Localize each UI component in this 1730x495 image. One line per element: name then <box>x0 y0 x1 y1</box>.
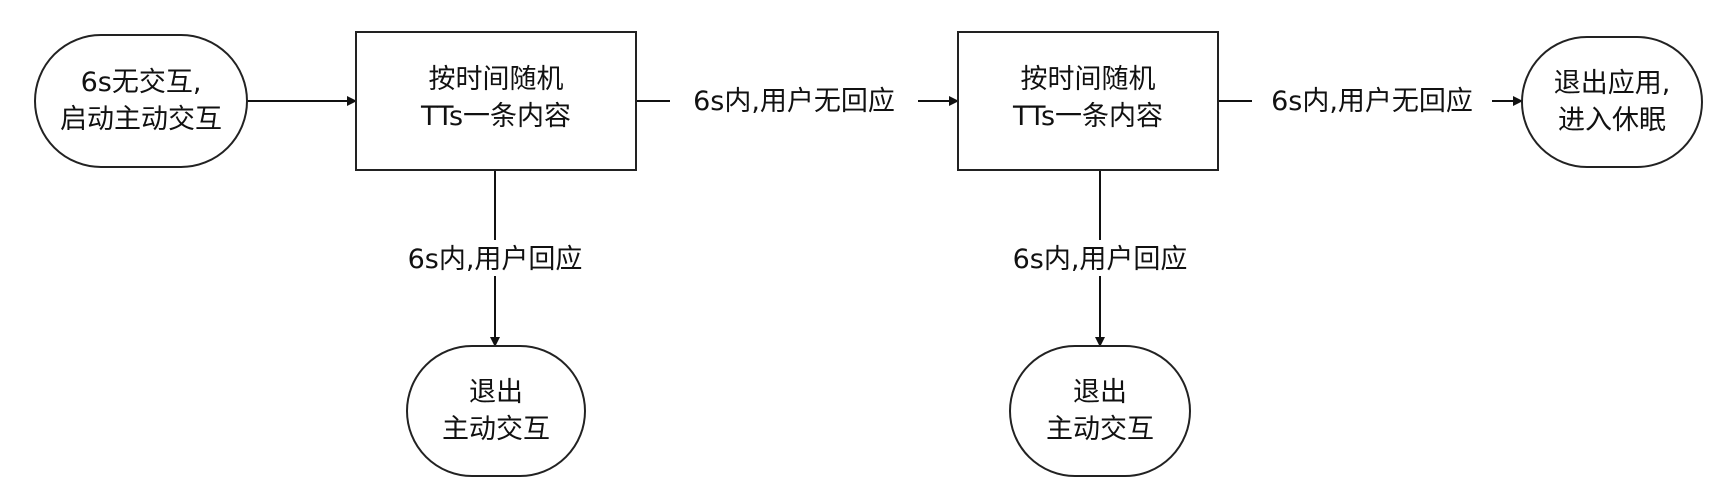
node-exit-2: 退出 主动交互 <box>1009 345 1191 477</box>
node-sleep: 退出应用, 进入休眠 <box>1521 36 1703 168</box>
edge-label-no-response-2: 6s内,用户无回应 <box>1271 86 1473 117</box>
node-tts-1-line-2: TTs一条内容 <box>420 101 571 132</box>
node-start: 6s无交互, 启动主动交互 <box>34 34 248 168</box>
node-exit-1-line-1: 退出 <box>469 377 523 408</box>
node-start-line-1: 6s无交互, <box>81 67 202 98</box>
node-start-line-2: 启动主动交互 <box>60 104 222 135</box>
node-sleep-line-1: 退出应用, <box>1554 68 1671 99</box>
node-exit-1: 退出 主动交互 <box>406 345 586 477</box>
node-tts-1: 按时间随机 TTs一条内容 <box>355 31 637 171</box>
edge-label-no-response-1: 6s内,用户无回应 <box>693 86 895 117</box>
node-exit-2-line-1: 退出 <box>1073 377 1127 408</box>
edge-label-response-1: 6s内,用户回应 <box>408 244 583 275</box>
node-exit-2-line-2: 主动交互 <box>1046 414 1154 445</box>
node-tts-1-line-1: 按时间随机 <box>429 64 564 95</box>
node-sleep-line-2: 进入休眠 <box>1558 105 1666 136</box>
edge-label-response-2: 6s内,用户回应 <box>1013 244 1188 275</box>
node-tts-2-line-1: 按时间随机 <box>1021 64 1156 95</box>
node-tts-2-line-2: TTs一条内容 <box>1012 101 1163 132</box>
node-exit-1-line-2: 主动交互 <box>442 414 550 445</box>
node-tts-2: 按时间随机 TTs一条内容 <box>957 31 1219 171</box>
